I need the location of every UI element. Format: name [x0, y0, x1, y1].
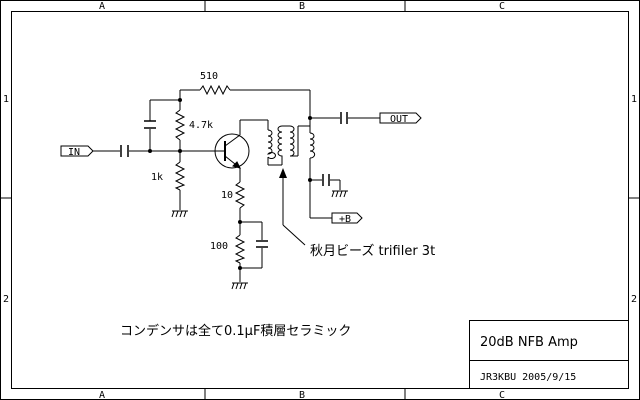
emitter-bypass-capacitor: [256, 240, 268, 248]
supply-port-label: +B: [339, 214, 351, 225]
resistor-510-label: 510: [200, 71, 218, 82]
resistor-1k-label: 1k: [151, 172, 163, 183]
column-label-b-bottom: B: [299, 390, 305, 400]
coupling-capacitor-output: [340, 112, 348, 124]
beads-pointer-arrow: [279, 168, 287, 178]
row-label-1: 1: [3, 94, 9, 105]
column-label-a-bottom: A: [99, 390, 105, 400]
supply-port: [331, 212, 363, 224]
capacitor-note: コンデンサは全て0.1μF積層セラミック: [120, 323, 351, 339]
junction-dots: [148, 98, 312, 270]
title-block-title: 20dB NFB Amp: [480, 335, 578, 350]
ground-symbol-emitter: [231, 282, 248, 290]
decoupling-capacitor: [322, 174, 330, 186]
resistor-1k: [174, 161, 186, 191]
output-port-label: OUT: [390, 114, 408, 125]
resistor-510: [199, 84, 231, 96]
resistor-10-label: 10: [221, 190, 233, 201]
title-block-info: JR3KBU 2005/9/15: [480, 372, 576, 383]
column-label-a: A: [99, 1, 105, 12]
column-label-c: C: [499, 1, 505, 12]
ground-symbol-base: [171, 210, 188, 218]
trifilar-transformer: [266, 125, 316, 165]
feedback-capacitor: [144, 120, 156, 129]
resistor-4k7: [174, 109, 186, 141]
resistor-100-label: 100: [210, 241, 228, 252]
transistor-npn: [214, 133, 250, 169]
resistor-4k7-label: 4.7k: [189, 120, 213, 131]
row-label-2-right: 2: [631, 294, 637, 305]
resistor-100: [234, 234, 246, 264]
column-label-c-bottom: C: [499, 390, 505, 400]
beads-note: 秋月ビーズ trifiler 3t: [310, 243, 435, 259]
row-label-1-right: 1: [631, 94, 637, 105]
title-block: [469, 320, 629, 389]
row-label-2: 2: [3, 294, 9, 305]
column-label-b: B: [299, 1, 305, 12]
input-port: [60, 145, 94, 157]
output-port: [379, 112, 422, 124]
ground-symbol-decoupling: [331, 190, 348, 198]
input-port-label: IN: [68, 147, 80, 158]
coupling-capacitor-input: [120, 145, 129, 157]
resistor-10: [234, 181, 246, 209]
circuit-wires: [93, 89, 380, 282]
